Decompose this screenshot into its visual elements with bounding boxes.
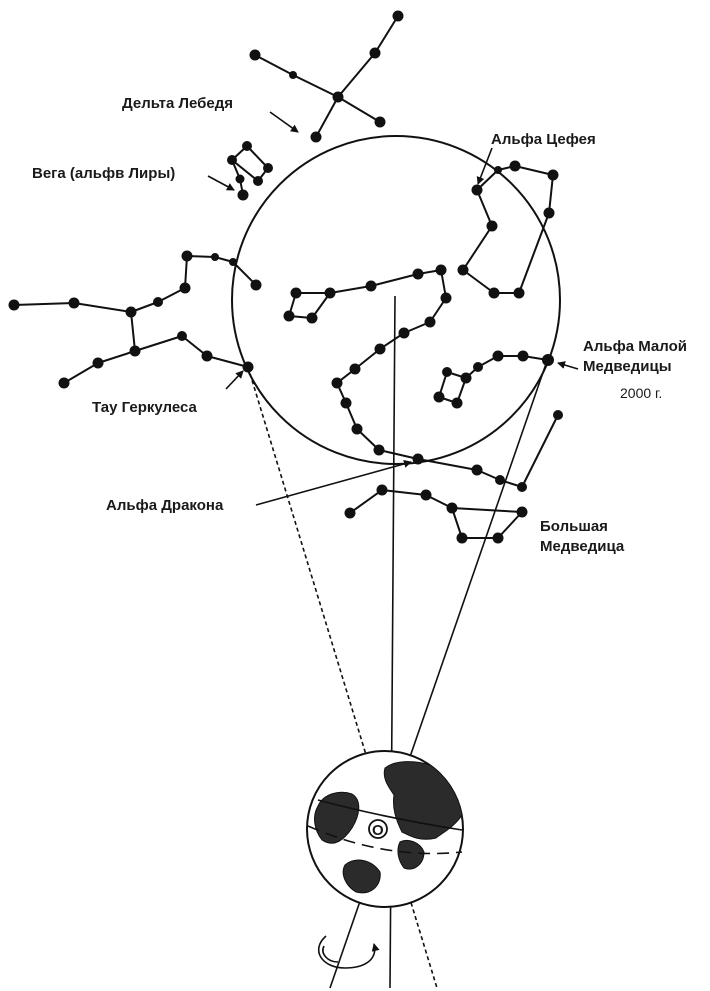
pointer-arrows (208, 112, 578, 505)
label-vega: Вега (альфв Лиры) (32, 165, 175, 182)
label-alpha-cephei: Альфа Цефея (491, 131, 596, 148)
label-tau-herculis: Тау Геркулеса (92, 399, 198, 416)
label-year: 2000 г. (620, 385, 662, 401)
constellation-ursa-major (345, 485, 528, 544)
label-alpha-ursa-minor-1: Альфа Малой (583, 338, 687, 355)
label-alpha-draconis: Альфа Дракона (106, 497, 224, 514)
constellation-draco (284, 265, 564, 493)
alpha-ursa-minor-arrow (558, 363, 578, 369)
vega-arrow (208, 176, 234, 190)
label-ursa-major-1: Большая (540, 518, 608, 535)
constellation-cygnus (250, 11, 404, 143)
constellation-ursa-minor (434, 351, 555, 409)
label-ursa-major-2: Медведица (540, 538, 625, 555)
constellation-lyra (227, 141, 273, 201)
precession-circle (232, 136, 560, 464)
label-delta-cygni: Дельта Лебедя (122, 95, 233, 112)
earth-center-label: O (372, 822, 384, 839)
label-alpha-ursa-minor-2: Медведицы (583, 358, 672, 375)
tau-herculis-arrow (226, 371, 243, 389)
constellation-hercules (9, 251, 262, 389)
delta-cygni-arrow (270, 112, 298, 132)
earth-globe: O (307, 751, 463, 907)
